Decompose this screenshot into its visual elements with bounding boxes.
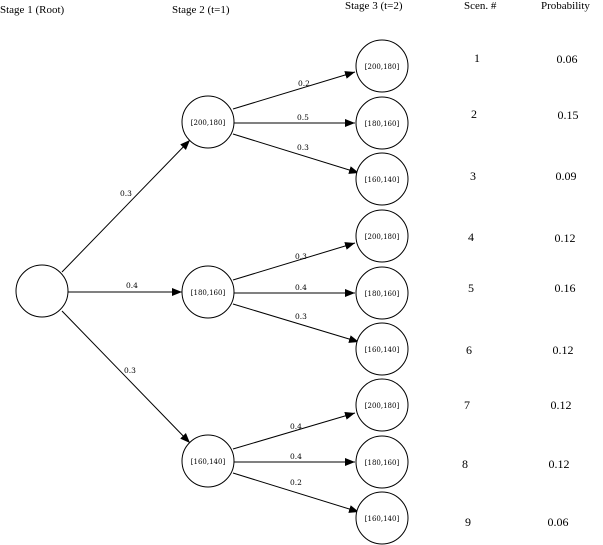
scenario-probability: 0.16 — [555, 281, 576, 295]
scenario-probability: 0.12 — [555, 231, 576, 245]
stage3-node-1: [200,180] — [355, 39, 409, 93]
edge-s2-1-s3-1 — [232, 71, 356, 110]
stage3-node-8-label: [180,160] — [365, 459, 400, 467]
stage3-node-6: [160,140] — [355, 322, 409, 376]
scenario-number: 8 — [462, 457, 468, 471]
stage2-node-1-label: [200,180] — [191, 119, 226, 127]
stage2-node-3: [160,140] — [181, 434, 235, 488]
root-node — [15, 264, 69, 318]
scenario-column: 1 2 3 4 5 6 7 8 9 — [462, 51, 480, 529]
edge-prob-s2-1: 0.3 — [120, 189, 132, 198]
header-stage2: Stage 2 (t=1) — [172, 4, 230, 16]
edge-prob-s3-3: 0.3 — [297, 143, 309, 152]
stage3-node-4-label: [200,180] — [365, 233, 400, 241]
probability-column: 0.06 0.15 0.09 0.12 0.16 0.12 0.12 0.12 … — [548, 52, 579, 529]
stage3-node-1-label: [200,180] — [365, 63, 400, 71]
scenario-number: 1 — [474, 51, 480, 65]
edge-prob-s3-6: 0.3 — [295, 312, 307, 321]
edge-prob-s3-7: 0.4 — [290, 422, 302, 431]
edge-prob-s3-2: 0.5 — [297, 113, 309, 122]
edge-s2-3-s3-7 — [232, 411, 356, 450]
edge-s2-1-s3-3 — [232, 133, 360, 174]
scenario-number: 4 — [468, 230, 474, 244]
stage3-node-7: [200,180] — [355, 378, 409, 432]
edges-stage2-to-stage3: 0.2 0.5 0.3 0.3 0.4 0.3 0.4 0.4 0.2 — [232, 71, 360, 513]
edge-prob-s3-9: 0.2 — [290, 478, 302, 487]
stage2-node-3-label: [160,140] — [191, 458, 226, 466]
stage3-node-5-label: [180,160] — [365, 290, 400, 298]
edge-s2-3-s3-9 — [232, 472, 360, 513]
edge-root-s2-3 — [61, 310, 191, 444]
stage3-node-3-label: [160,140] — [365, 176, 400, 184]
header-probability: Probability — [541, 0, 590, 12]
edge-prob-s3-4: 0.3 — [295, 252, 307, 261]
stage2-node-2-label: [180,160] — [191, 289, 226, 297]
stage2-node-1: [200,180] — [181, 95, 235, 149]
edge-prob-s2-3: 0.3 — [124, 366, 136, 375]
stage2-node-2: [180,160] — [181, 265, 235, 319]
scenario-probability: 0.06 — [548, 515, 569, 529]
stage3-node-3: [160,140] — [355, 152, 409, 206]
scenario-number: 9 — [465, 515, 471, 529]
stage3-node-2: [180,160] — [355, 96, 409, 150]
scenario-number: 7 — [464, 398, 470, 412]
edge-s2-2-s3-4 — [232, 242, 356, 281]
stage3-node-9: [160,140] — [355, 491, 409, 545]
scenario-probability: 0.09 — [556, 169, 577, 183]
scenario-number: 2 — [471, 107, 477, 121]
stage3-node-6-label: [160,140] — [365, 346, 400, 354]
stage3-node-8: [180,160] — [355, 435, 409, 489]
stage3-node-4: [200,180] — [355, 209, 409, 263]
edge-s2-2-s3-6 — [232, 303, 360, 343]
edge-prob-s3-8: 0.4 — [290, 452, 302, 461]
scenario-probability: 0.06 — [557, 52, 578, 66]
stage3-node-9-label: [160,140] — [365, 515, 400, 523]
stage3-node-7-label: [200,180] — [365, 402, 400, 410]
edge-root-s2-1 — [61, 139, 191, 273]
scenario-number: 6 — [466, 343, 472, 357]
scenario-probability: 0.15 — [558, 108, 579, 122]
scenario-number: 3 — [470, 169, 476, 183]
header-scenario: Scen. # — [464, 0, 497, 12]
edge-prob-s2-2: 0.4 — [126, 281, 138, 290]
scenario-number: 5 — [468, 281, 474, 295]
scenario-probability: 0.12 — [551, 398, 572, 412]
scenario-probability: 0.12 — [549, 457, 570, 471]
edge-prob-s3-1: 0.2 — [298, 79, 310, 88]
stage3-node-2-label: [180,160] — [365, 120, 400, 128]
header-stage1: Stage 1 (Root) — [0, 4, 64, 16]
edge-prob-s3-5: 0.4 — [295, 283, 307, 292]
stage3-node-5: [180,160] — [355, 266, 409, 320]
header-stage3: Stage 3 (t=2) — [345, 0, 403, 12]
scenario-probability: 0.12 — [553, 343, 574, 357]
edges-stage1-to-stage2: 0.3 0.4 0.3 — [61, 139, 191, 444]
